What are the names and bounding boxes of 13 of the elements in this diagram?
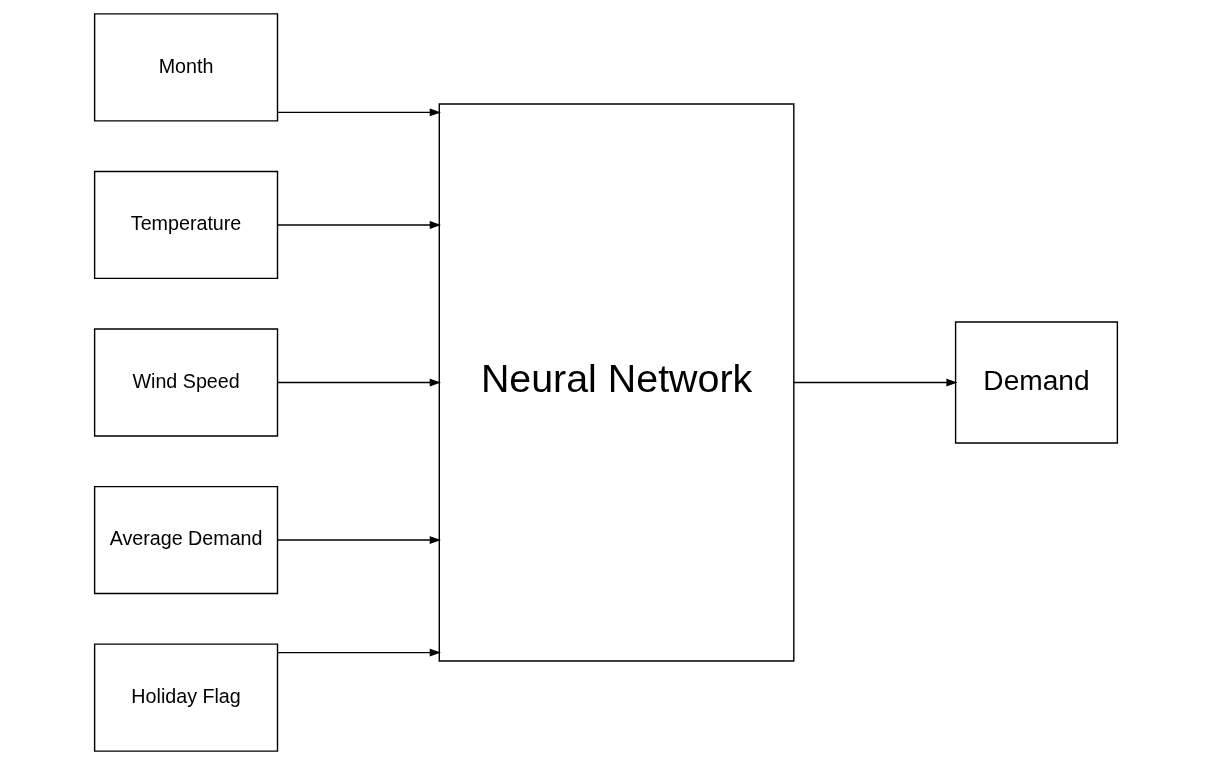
node-box: Average Demand [93, 485, 278, 595]
arrow [276, 536, 441, 544]
arrow [276, 221, 441, 229]
node-box: Neural Network [438, 103, 794, 662]
node-box: Month [93, 13, 278, 122]
arrow [276, 378, 441, 387]
arrow [276, 108, 441, 117]
arrow [276, 648, 441, 657]
node-box: Demand [954, 321, 1118, 444]
node-box: Wind Speed [93, 328, 278, 437]
node-box: Temperature [93, 170, 278, 280]
arrow [792, 378, 958, 387]
node-box: Holiday Flag [93, 643, 278, 752]
